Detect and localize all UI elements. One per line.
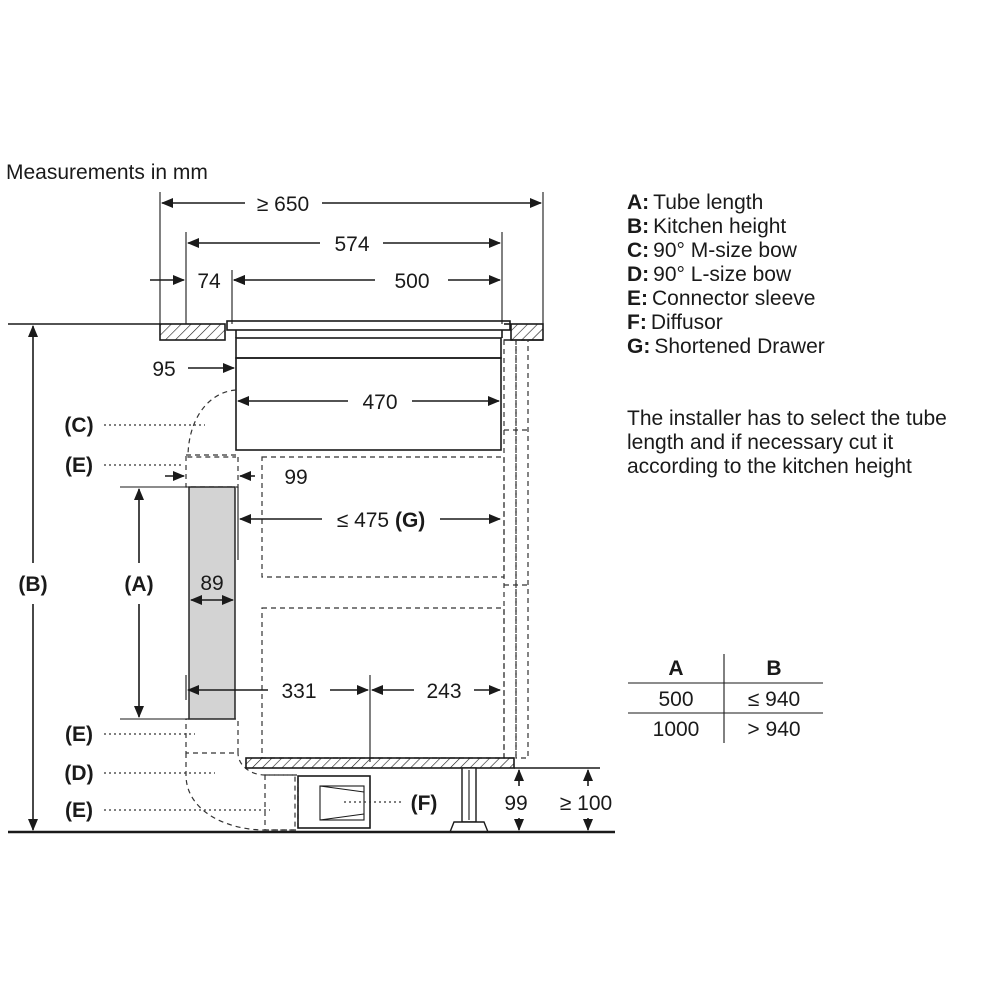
extraction-unit xyxy=(235,337,502,451)
callout-a: (A) xyxy=(124,573,153,596)
legend: A:Tube length B:Kitchen height C:90° M-s… xyxy=(627,191,825,358)
callout-c: (C) xyxy=(64,414,93,437)
table-cell: 1000 xyxy=(653,718,700,741)
table-cell: ≤ 940 xyxy=(748,688,800,711)
legend-item-b: B:Kitchen height xyxy=(627,215,786,238)
cabinet-side-panel xyxy=(503,339,529,759)
legend-item-f: F:Diffusor xyxy=(627,311,723,334)
callout-e-upper: (E) xyxy=(65,454,93,477)
legend-item-e: E:Connector sleeve xyxy=(627,287,815,310)
callout-d: (D) xyxy=(64,762,93,785)
dim-tube-width: 89 xyxy=(200,572,223,595)
table-header-a: A xyxy=(668,657,683,680)
callout-b: (B) xyxy=(18,573,47,596)
callout-f: (F) xyxy=(411,792,438,815)
cabinet-bottom xyxy=(245,757,515,769)
installer-note: The installer has to select the tube len… xyxy=(627,407,947,478)
table-cell: > 940 xyxy=(747,718,800,741)
legend-item-d: D:90° L-size bow xyxy=(627,263,792,286)
legend-item-c: C:90° M-size bow xyxy=(627,239,798,262)
hob xyxy=(226,320,511,338)
dim-hob-offset: 95 xyxy=(152,358,175,381)
dim-plinth-left: 331 xyxy=(281,680,316,703)
note-line-1: The installer has to select the tube xyxy=(627,407,947,430)
tube xyxy=(188,486,236,720)
note-line-3: according to the kitchen height xyxy=(627,455,912,478)
dim-sleeve-offset: 99 xyxy=(284,466,307,489)
table-cell: 500 xyxy=(658,688,693,711)
legend-item-g: G:Shortened Drawer xyxy=(627,335,825,358)
dim-unit-width: 470 xyxy=(362,391,397,414)
shortened-drawer xyxy=(261,456,505,578)
dim-overall-width: ≥ 650 xyxy=(257,193,309,216)
connector-sleeve-lower xyxy=(185,718,239,754)
legend-item-a: A:Tube length xyxy=(627,191,763,214)
callout-e-lower: (E) xyxy=(65,723,93,746)
plinth-foot xyxy=(448,767,490,833)
dim-plinth-min: ≥ 100 xyxy=(560,792,612,815)
worktop xyxy=(8,323,544,341)
dim-left-offset: 74 xyxy=(197,270,221,293)
dim-plinth-height: 99 xyxy=(504,792,527,815)
connector-sleeve-plinth xyxy=(264,774,299,831)
dim-drawer-width: 500 xyxy=(394,270,429,293)
dim-plinth-right: 243 xyxy=(426,680,461,703)
table-header-b: B xyxy=(766,657,781,680)
note-line-2: length and if necessary cut it xyxy=(627,431,893,454)
callout-leaders xyxy=(104,424,404,811)
tube-length-table: A B 500 ≤ 940 1000 > 940 xyxy=(628,654,823,743)
measurements-note: Measurements in mm xyxy=(6,161,208,184)
connector-sleeve-upper xyxy=(185,454,239,488)
m-size-bow xyxy=(187,389,237,458)
callout-e-plinth: (E) xyxy=(65,799,93,822)
dimension-lines xyxy=(28,192,593,831)
dim-shortened-drawer: ≤ 475 (G) xyxy=(337,509,426,532)
dim-cabinet-width: 574 xyxy=(334,233,369,256)
